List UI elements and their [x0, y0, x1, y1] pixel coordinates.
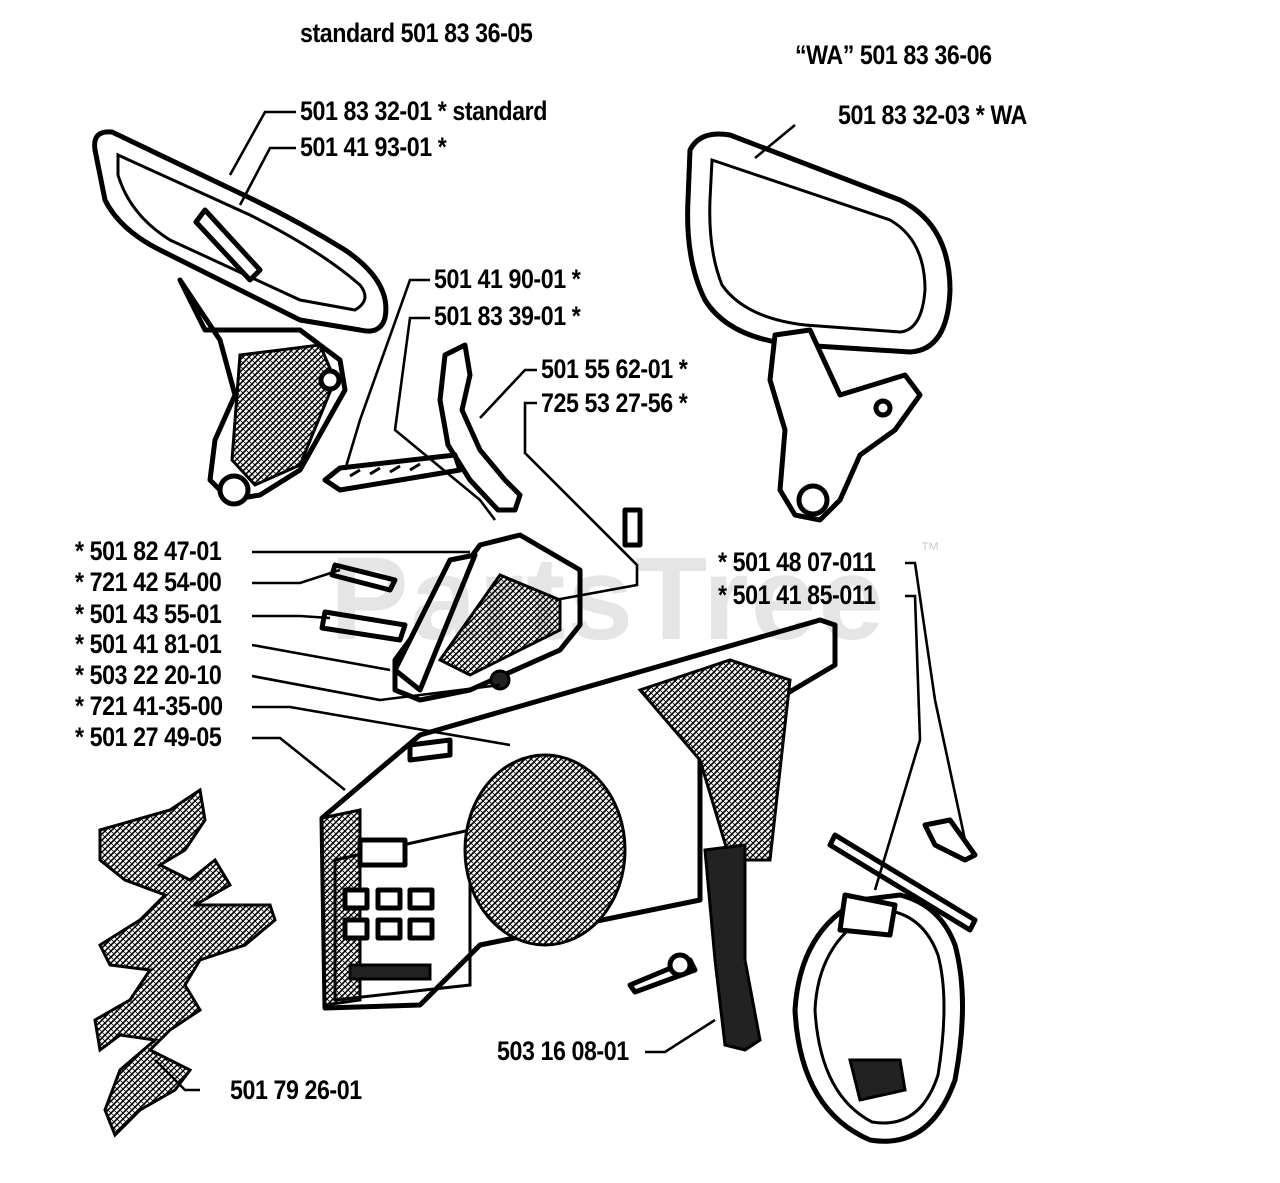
label-501-41-81-01: * 501 41 81-01	[75, 629, 222, 659]
label-501-27-49-05: * 501 27 49-05	[75, 722, 222, 752]
brake-lever-parts	[322, 342, 643, 548]
leader-lines	[154, 110, 967, 1092]
label-wa-assembly: “WA” 501 83 36-06	[795, 40, 992, 70]
label-501-43-55-01: * 501 43 55-01	[75, 599, 222, 629]
label-501-79-26-01: 501 79 26-01	[230, 1075, 362, 1105]
label-standard-assembly: standard 501 83 36-05	[300, 18, 533, 48]
label-501-55-62-01: 501 55 62-01 *	[541, 354, 688, 384]
label-501-82-47-01: * 501 82 47-01	[75, 536, 222, 566]
clutch-cover	[319, 617, 838, 1011]
label-721-42-54-00: * 721 42 54-00	[75, 567, 222, 597]
hand-guard-standard	[92, 129, 389, 507]
label-503-22-20-10: * 503 22 20-10	[75, 660, 222, 690]
label-501-41-85-011: * 501 41 85-011	[718, 580, 876, 610]
label-501-83-32-01: 501 83 32-01 * standard	[300, 96, 547, 126]
watermark-text: PartsTree	[330, 533, 886, 665]
label-725-53-27-56: 725 53 27-56 *	[541, 388, 688, 418]
brake-band	[792, 817, 978, 1144]
brake-block	[319, 532, 583, 703]
label-501-83-39-01: 501 83 39-01 *	[434, 301, 581, 331]
label-501-41-93-01: 501 41 93-01 *	[300, 132, 447, 162]
watermark-trademark: ™	[920, 539, 940, 561]
label-501-83-32-03: 501 83 32-03 * WA	[838, 100, 1027, 130]
label-501-48-07-011: * 501 48 07-011	[718, 547, 876, 577]
label-501-41-90-01: 501 41 90-01 *	[434, 264, 581, 294]
hand-guard-wa	[685, 131, 953, 523]
brake-handle	[627, 843, 762, 1052]
chain-catcher	[93, 787, 277, 1138]
label-503-16-08-01: 503 16 08-01	[497, 1036, 629, 1066]
label-721-41-35-00: * 721 41-35-00	[75, 691, 223, 721]
